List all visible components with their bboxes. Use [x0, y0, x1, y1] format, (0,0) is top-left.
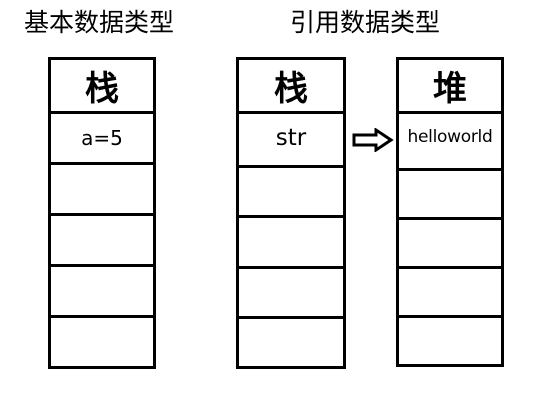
- stack-cell-empty: [51, 318, 153, 366]
- stack-cell-empty: [239, 319, 343, 366]
- reference-stack-column: 栈 str: [236, 57, 346, 369]
- heap-header: 堆: [399, 60, 501, 114]
- stack-header: 栈: [51, 60, 153, 114]
- heap-cell-helloworld: helloworld: [399, 114, 501, 171]
- heap-cell-empty: [399, 269, 501, 318]
- primitive-types-title: 基本数据类型: [24, 8, 175, 37]
- stack-cell-empty: [51, 216, 153, 267]
- heap-cell-empty: [399, 220, 501, 269]
- stack-cell-empty: [51, 165, 153, 216]
- heap-cell-empty: [399, 318, 501, 364]
- stack-cell-empty: [239, 168, 343, 219]
- primitive-stack-column: 栈 a=5: [48, 57, 156, 369]
- heap-column: 堆 helloworld: [396, 57, 504, 367]
- stack-cell-str: str: [239, 114, 343, 169]
- heap-cell-empty: [399, 171, 501, 220]
- reference-types-title: 引用数据类型: [290, 8, 441, 37]
- stack-header: 栈: [239, 60, 343, 114]
- stack-cell-empty: [239, 218, 343, 269]
- stack-cell-empty: [239, 269, 343, 319]
- right-arrow-icon: [352, 128, 394, 152]
- stack-cell-empty: [51, 267, 153, 318]
- stack-cell-a: a=5: [51, 114, 153, 165]
